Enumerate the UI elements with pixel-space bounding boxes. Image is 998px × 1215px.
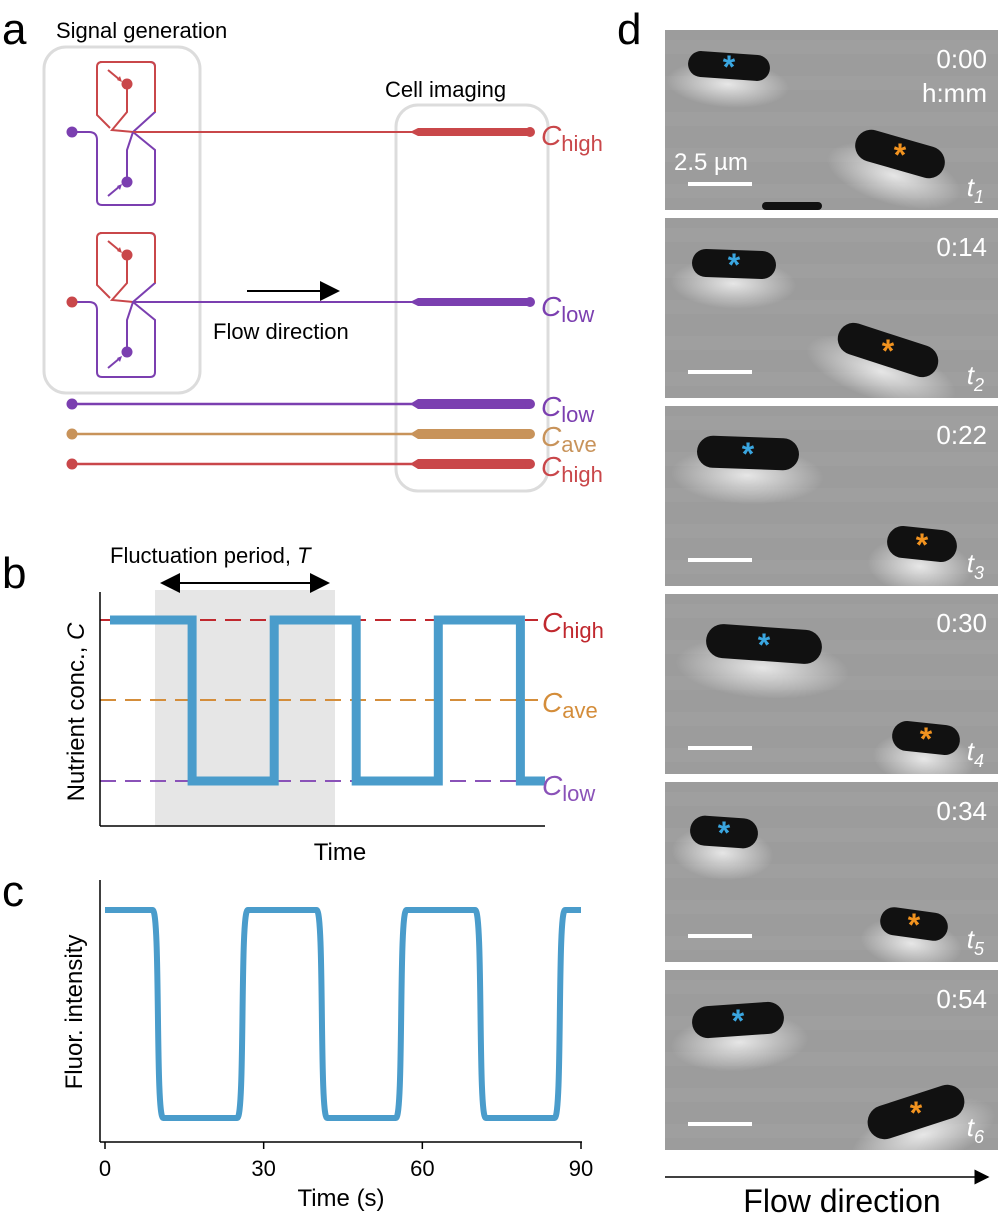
frame-time-3: 0:22 [936, 420, 987, 450]
series-fluorescence [105, 907, 581, 1121]
cell-imaging-label: Cell imaging [385, 77, 506, 102]
frame-t-label-5: t5 [967, 924, 985, 959]
frame-t-label-4: t4 [967, 736, 984, 771]
marker-orange-6: * [910, 1095, 923, 1131]
plot-c [105, 907, 581, 1121]
scale-bar [688, 370, 752, 374]
c-tick-label-1: 30 [251, 1156, 275, 1181]
signal-generation-label: Signal generation [56, 18, 227, 43]
b-y-label: Nutrient conc., C [63, 622, 90, 801]
mixer-2 [66, 232, 530, 378]
level-label-low: Clow [542, 770, 595, 806]
frame-5: * * 0:34 t5 [665, 782, 998, 970]
marker-blue-2: * [728, 247, 741, 283]
channel-label-4: Chigh [541, 451, 603, 487]
c-y-label: Fluor. intensity [61, 935, 88, 1090]
frame-t-label-6: t6 [967, 1112, 985, 1147]
imaging-segment-1 [410, 128, 530, 136]
scale-bar [688, 746, 752, 750]
panel-a: a Signal generation Cell imaging [2, 5, 603, 493]
imaging-segment-2 [410, 298, 530, 306]
scale-bar [688, 1122, 752, 1126]
frame-1: * * 0:00 h:mm 2.5 µm t1 [665, 30, 998, 210]
frame-time-2: 0:14 [936, 232, 987, 262]
cell-orange-6 [851, 1084, 996, 1172]
marker-blue-1: * [723, 49, 736, 85]
frame-6: * * 0:54 t6 [665, 970, 998, 1172]
straight-channels [66, 398, 535, 470]
panel-letter-b: b [2, 549, 26, 598]
cell-blue-3 [670, 435, 824, 505]
scale-bar-label: 2.5 µm [674, 149, 748, 176]
panel-d: d * * 0:00 h:mm 2.5 µm t1 * * 0:14 t2 * * 0:22 t3 * * 0:… [617, 5, 998, 1215]
panel-letter-d: d [617, 5, 641, 54]
cell-orange-4 [873, 721, 975, 787]
frame-t-label-1: t1 [967, 172, 984, 207]
signal-generation-box [42, 45, 202, 395]
marker-orange-4: * [920, 721, 933, 757]
cell-blue-6 [670, 1001, 809, 1072]
channel-label-2: Clow [541, 391, 594, 427]
series-nutrient-square-wave [110, 615, 545, 786]
flow-direction-label-d: Flow direction [743, 1183, 940, 1215]
cell-blue-5 [671, 815, 774, 881]
c-x-label: Time (s) [297, 1185, 384, 1212]
panel-letter-a: a [2, 5, 27, 54]
level-label-high: Chigh [542, 607, 604, 643]
c-tick-label-0: 0 [99, 1156, 111, 1181]
cell-orange-3 [867, 526, 972, 596]
b-x-label: Time [314, 839, 366, 866]
marker-blue-5: * [718, 815, 731, 851]
period-label: Fluctuation period, T [110, 543, 312, 568]
channel-label-0: Chigh [541, 120, 603, 156]
scale-bar [688, 182, 752, 186]
mixer-1 [66, 61, 530, 206]
cell-orange-5 [860, 907, 962, 970]
cell-orange-1 [827, 129, 961, 210]
panel-b: b Fluctuation period, T Nutrient conc., … [2, 543, 604, 866]
channel-label-3: Cave [541, 421, 597, 457]
frame-time-6: 0:54 [936, 984, 987, 1014]
flow-direction-label-a: Flow direction [213, 319, 349, 344]
cell-blue-1 [666, 51, 790, 108]
panel-c: c 0 30 60 90 Fluor. intensity Time (s) [2, 867, 593, 1212]
marker-orange-1: * [894, 137, 907, 173]
frame-time-1: 0:00 [936, 44, 987, 74]
marker-orange-3: * [916, 527, 929, 563]
marker-orange-2: * [882, 333, 895, 369]
panel-letter-c: c [2, 867, 24, 916]
frame-2: * * 0:14 t2 [665, 218, 998, 408]
marker-blue-3: * [742, 436, 755, 472]
c-ticks: 0 30 60 90 [99, 1142, 593, 1181]
time-unit-label: h:mm [922, 78, 987, 108]
marker-orange-5: * [908, 907, 921, 943]
c-tick-label-3: 90 [569, 1156, 593, 1181]
c-tick-label-2: 60 [410, 1156, 434, 1181]
cell-blue-2 [670, 249, 797, 309]
marker-blue-6: * [732, 1003, 745, 1039]
frame-t-label-3: t3 [967, 548, 984, 583]
period-shade [155, 590, 335, 826]
channel-label-1: Clow [541, 291, 594, 327]
level-label-ave: Cave [542, 687, 598, 723]
frame-time-4: 0:30 [936, 608, 987, 638]
cell-imaging-box [394, 103, 550, 493]
frame-time-5: 0:34 [936, 796, 987, 826]
marker-blue-4: * [758, 627, 771, 663]
scale-bar [688, 558, 752, 562]
plot-b [100, 615, 545, 786]
frame-3: * * 0:22 t3 [665, 406, 998, 596]
cell-orange-2 [806, 322, 956, 408]
scale-bar [688, 934, 752, 938]
frame-4: * * 0:30 t4 [665, 594, 998, 787]
cell-blue-4 [675, 624, 850, 699]
micrograph-frames: * * 0:00 h:mm 2.5 µm t1 * * 0:14 t2 * * 0:22 t3 * * 0:30… [665, 30, 998, 1172]
frame-t-label-2: t2 [967, 360, 984, 395]
